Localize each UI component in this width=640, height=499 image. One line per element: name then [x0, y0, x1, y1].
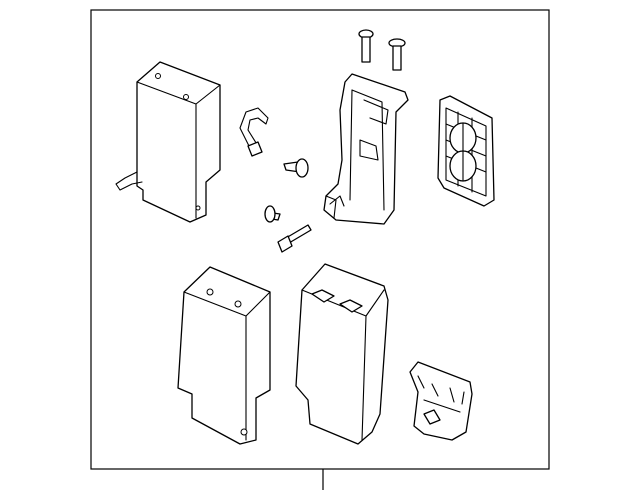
cup-holder-icon	[437, 95, 495, 207]
diagram-frame	[90, 9, 550, 470]
bracket-icon	[409, 361, 473, 441]
hook-icon	[239, 107, 269, 157]
screw-icon	[283, 158, 309, 178]
armrest-cover-icon	[295, 263, 389, 445]
bolt-icon	[358, 29, 374, 63]
bolt-icon	[277, 224, 312, 253]
bolt-icon	[388, 38, 406, 71]
armrest-frame-icon	[323, 73, 409, 225]
screw-icon	[264, 205, 281, 223]
seat-back-cover-icon	[115, 61, 221, 223]
armrest-pad-icon	[177, 266, 271, 445]
